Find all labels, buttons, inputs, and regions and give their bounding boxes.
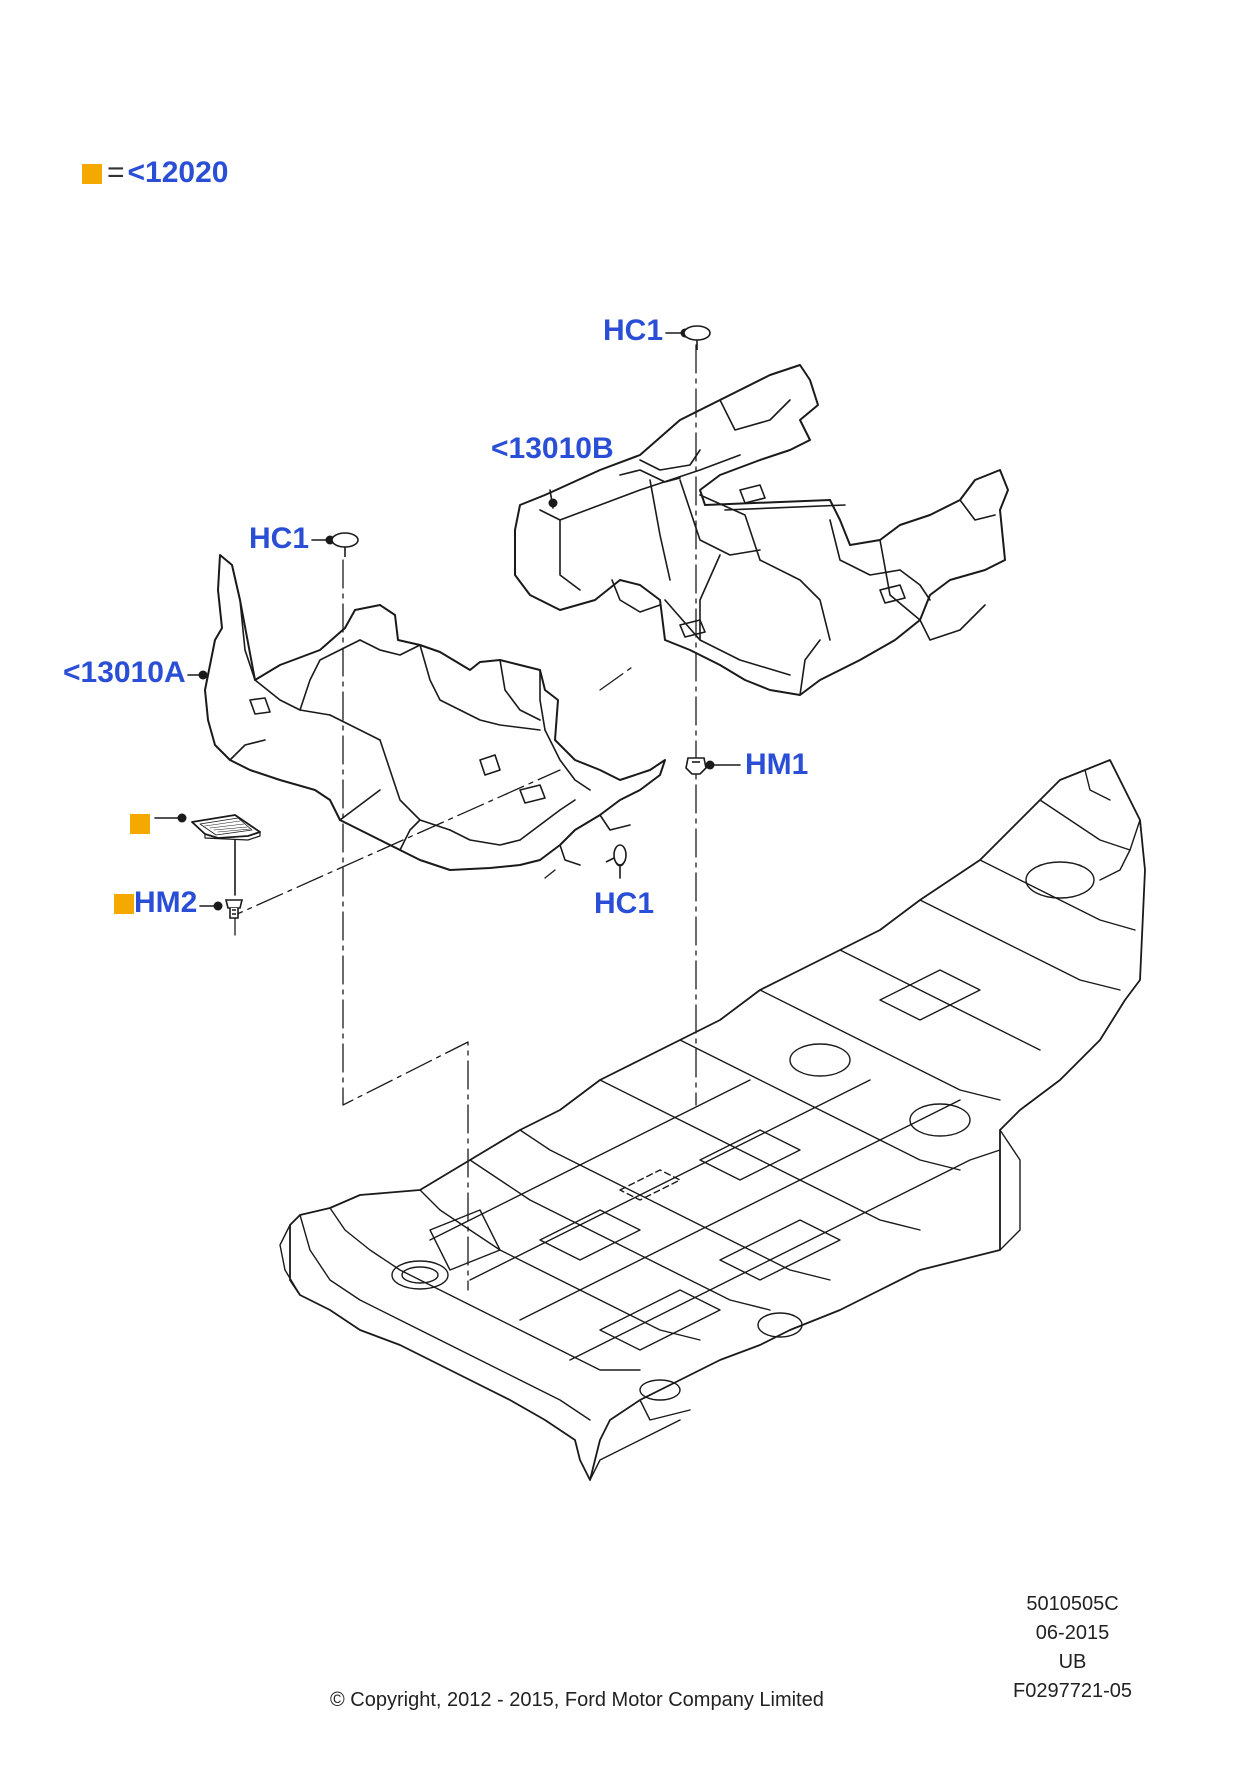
clip-icon[interactable]	[685, 757, 707, 775]
callout-hm2[interactable]: HM2	[114, 888, 197, 918]
body-floor-structure	[279, 759, 1146, 1481]
leader-dots	[177, 328, 715, 911]
push-pin-icon[interactable]	[331, 532, 359, 557]
figure-number: F0297721-05	[1013, 1680, 1132, 1702]
callout-mat-marker[interactable]	[130, 808, 150, 838]
legend-swatch	[82, 164, 102, 185]
callout-hm1[interactable]: HM1	[745, 748, 809, 781]
push-pin-icon[interactable]	[683, 325, 711, 350]
callout-hc1-left[interactable]: HC1	[249, 522, 310, 555]
callout-hm2-label: HM2	[134, 886, 198, 919]
legend-part-ref[interactable]: <12020	[127, 156, 229, 189]
drawing-date: 06-2015	[1035, 1622, 1110, 1644]
hm2-marker-swatch	[114, 894, 134, 915]
callout-hc1-top[interactable]: HC1	[603, 314, 664, 347]
callout-part-13010a[interactable]: <13010A	[63, 656, 186, 689]
callout-hc1-bottom[interactable]: HC1	[594, 887, 655, 920]
legend-equals: =	[107, 156, 125, 189]
leader-lines	[234, 344, 697, 1291]
drawing-code: 5010505C	[1026, 1593, 1119, 1615]
screw-icon[interactable]	[224, 899, 244, 919]
callout-part-13010b[interactable]: <13010B	[491, 432, 614, 465]
push-pin-icon[interactable]	[605, 844, 627, 866]
front-floor-carpet	[204, 554, 666, 871]
drawing-region: UB	[1058, 1651, 1087, 1673]
rear-floor-carpet	[514, 364, 1009, 696]
mat-marker-swatch	[130, 814, 150, 835]
legend: =<12020	[82, 158, 228, 188]
drawing-info-block: 5010505C 06-2015 UB F0297721-05	[1013, 1590, 1132, 1706]
floor-mat	[191, 814, 261, 841]
copyright-notice: © Copyright, 2012 - 2015, Ford Motor Com…	[330, 1689, 824, 1711]
